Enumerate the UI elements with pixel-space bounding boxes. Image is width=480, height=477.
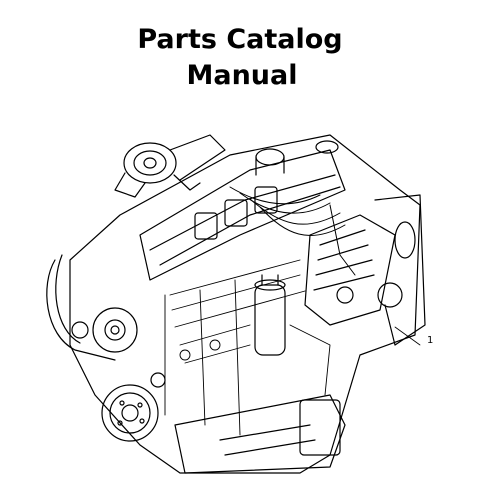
fuel-lines [229, 186, 356, 276]
crank-pulley [101, 372, 166, 442]
flywheel-housing [374, 194, 426, 346]
belt-drive [46, 254, 138, 361]
callout-leader [394, 326, 421, 346]
engine-illustration [46, 134, 426, 474]
block-details [164, 259, 331, 436]
title-line-1: Parts Catalog [137, 24, 343, 55]
oil-pan [174, 394, 346, 474]
title-line-2: Manual [186, 60, 298, 91]
page-title: Parts Catalog Manual [0, 22, 480, 94]
cylinder-head [139, 140, 346, 281]
injection-pump [304, 214, 396, 326]
turbocharger [114, 134, 226, 198]
callout-number: 1 [427, 335, 434, 346]
fuel-filter [254, 274, 286, 356]
